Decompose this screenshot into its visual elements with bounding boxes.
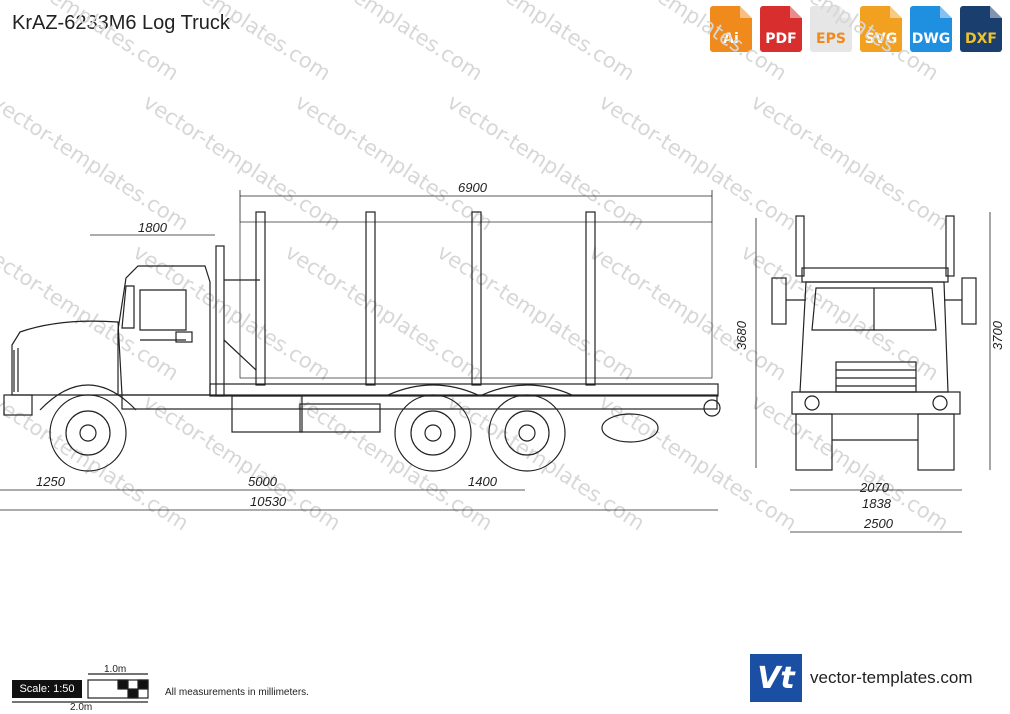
rear-wheel-2 — [488, 394, 566, 472]
cab-window — [139, 289, 187, 331]
right-mirror — [961, 277, 977, 325]
dwg-format-icon[interactable]: DWG — [910, 6, 952, 52]
front-grille — [835, 361, 917, 393]
stake — [255, 211, 266, 386]
exhaust-pipe — [215, 245, 225, 397]
dim-overall-height: 3700 — [990, 320, 1005, 350]
measurement-note: All measurements in millimeters. — [165, 687, 309, 698]
headlight-right — [932, 395, 948, 411]
svg-format-icon[interactable]: SVG — [860, 6, 902, 52]
front-wheel — [49, 394, 127, 472]
dim-wheelbase: 5000 — [248, 474, 278, 489]
front-tire-left — [795, 413, 833, 471]
bunk-frame — [209, 383, 719, 397]
headlight-left — [804, 395, 820, 411]
hood — [11, 320, 123, 396]
brand[interactable]: Vt vector-templates.com — [750, 654, 973, 702]
spare-wheel — [601, 413, 659, 443]
stake — [471, 211, 482, 386]
ai-format-icon[interactable]: Ai — [710, 6, 752, 52]
dim-body-length: 6900 — [458, 180, 488, 195]
stake — [585, 211, 596, 386]
vt-logo-icon: Vt — [750, 654, 802, 702]
dim-track-width: 2070 — [859, 480, 890, 495]
dim-axle-spacing: 1400 — [468, 474, 498, 489]
scale-bar-top-label: 1.0m — [104, 664, 126, 675]
scale-bar-bottom-label: 2.0m — [70, 702, 92, 713]
fuel-tank — [231, 395, 303, 433]
front-bumper-front — [791, 391, 961, 415]
load-outline — [239, 221, 713, 379]
dim-front-overhang: 1250 — [36, 474, 66, 489]
front-bumper — [3, 394, 33, 416]
pdf-format-icon[interactable]: PDF — [760, 6, 802, 52]
stake — [365, 211, 376, 386]
eps-format-icon[interactable]: EPS — [810, 6, 852, 52]
windshield — [811, 287, 937, 331]
dim-overall-length: 10530 — [250, 494, 287, 509]
dim-cab-length: 1800 — [138, 220, 168, 235]
dxf-format-icon[interactable]: DXF — [960, 6, 1002, 52]
dim-overall-width: 2500 — [863, 516, 894, 531]
format-icons: Ai PDF EPS SVG DWG DXF — [710, 6, 1002, 52]
brand-url[interactable]: vector-templates.com — [810, 668, 973, 687]
rear-wheel-1 — [394, 394, 472, 472]
page-title: KrAZ-6233M6 Log Truck — [12, 12, 230, 34]
dim-rear-track: 1838 — [862, 496, 892, 511]
dim-cab-height: 3680 — [734, 320, 749, 350]
scale-label: Scale: 1:50 — [12, 680, 82, 698]
rear-hitch — [703, 399, 721, 417]
left-mirror — [771, 277, 787, 325]
front-tire-right — [917, 413, 955, 471]
